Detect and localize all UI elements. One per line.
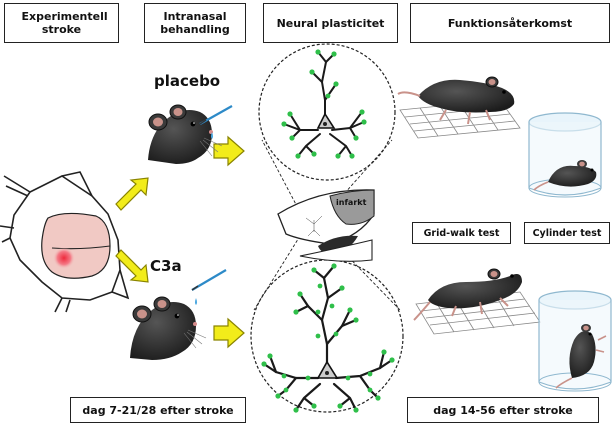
- brain-region: [41, 212, 111, 279]
- placebo-pipette: [199, 105, 233, 139]
- recovery-timeline-label: dag 14-56 efter stroke: [433, 403, 573, 417]
- c3a-label: C3a: [150, 257, 182, 275]
- infarct-label: infarkt: [336, 198, 367, 207]
- header-neural-plasticity-text: Neural plasticitet: [276, 16, 385, 30]
- cylinder-test-box: Cylinder test: [524, 222, 610, 244]
- cylinder-bottom: [538, 290, 612, 392]
- header-experimental-stroke: Experimentell stroke: [4, 3, 119, 43]
- brain-section: [277, 189, 375, 262]
- c3a-pipette: [191, 269, 227, 305]
- grid-walk-test-label: Grid-walk test: [423, 227, 500, 239]
- placebo-label: placebo: [154, 72, 221, 90]
- arrow-to-placebo: [115, 177, 149, 211]
- spines-placebo: [281, 49, 367, 159]
- header-functional-recovery: Funktionsåterkomst: [410, 3, 610, 43]
- arrow-placebo-to-neuron: [213, 135, 245, 167]
- neuron-zoom-circle-bottom: [250, 259, 404, 413]
- header-functional-recovery-text: Funktionsåterkomst: [447, 16, 573, 30]
- mouse-grid-walk-bottom: [413, 268, 522, 321]
- mouse-grid-walk-top: [397, 76, 515, 125]
- header-intranasal-treatment-text: Intranasal behandling: [160, 10, 230, 36]
- c3a-mouse: [130, 296, 207, 360]
- neuron-c3a-soma: [316, 360, 339, 379]
- header-intranasal-treatment: Intranasal behandling: [144, 3, 246, 43]
- infarct-region: [329, 189, 375, 225]
- treatment-timeline-box: dag 7-21/28 efter stroke: [70, 397, 246, 423]
- cylinder-test-label: Cylinder test: [532, 227, 602, 239]
- cylinder-top: [528, 112, 602, 198]
- stroke-lesion: [53, 247, 75, 269]
- arrow-to-c3a: [115, 249, 149, 283]
- treatment-timeline-label: dag 7-21/28 efter stroke: [82, 403, 234, 417]
- spines-c3a: [261, 263, 395, 413]
- arrow-c3a-to-neuron: [213, 317, 245, 349]
- grid-walk-test-box: Grid-walk test: [412, 222, 511, 244]
- recovery-timeline-box: dag 14-56 efter stroke: [407, 397, 599, 423]
- neuron-placebo-soma: [316, 112, 336, 129]
- header-experimental-stroke-text: Experimentell stroke: [21, 10, 108, 36]
- neuron-zoom-circle-top: [258, 43, 396, 181]
- placebo-mouse: [148, 104, 223, 164]
- header-neural-plasticity: Neural plasticitet: [263, 3, 398, 43]
